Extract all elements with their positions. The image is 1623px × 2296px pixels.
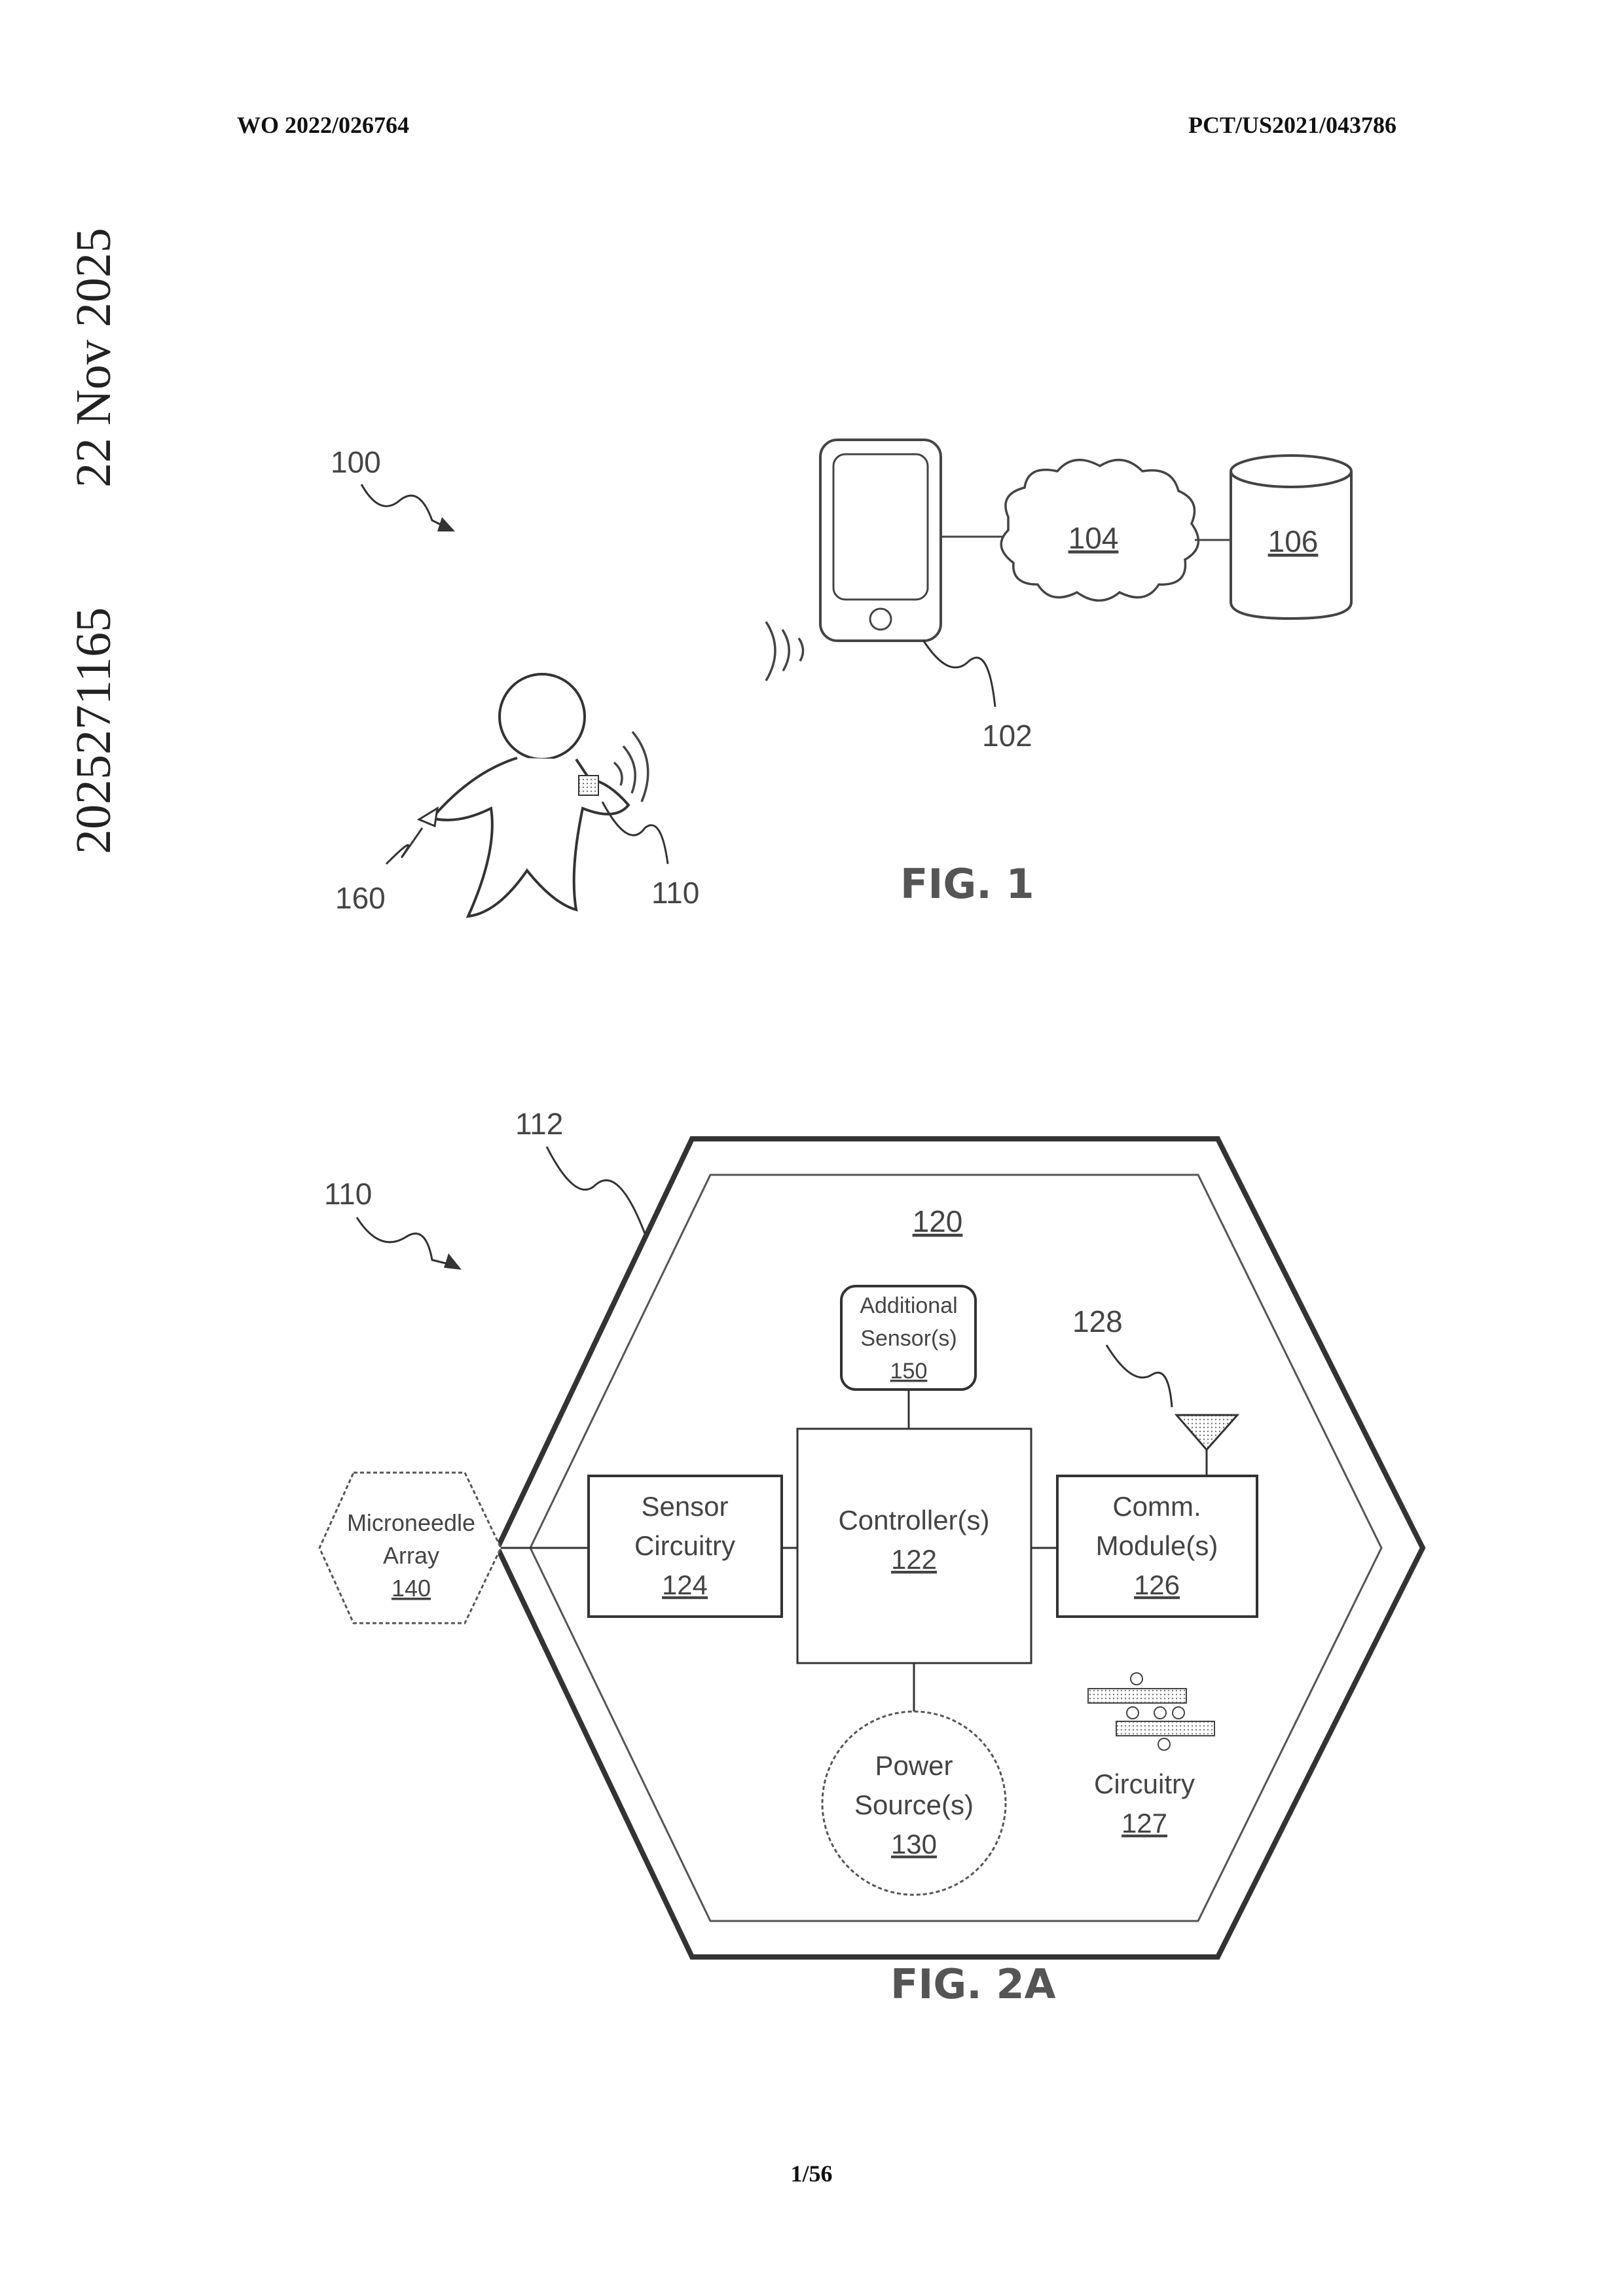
ref-110-fig2-leader <box>357 1217 458 1266</box>
controller-ref: 122 <box>891 1544 937 1575</box>
sensor-circuitry-ref: 124 <box>662 1570 708 1600</box>
fig1: 100 102 104 <box>331 440 1351 916</box>
ref-100-leader <box>361 484 452 530</box>
microneedle-line2: Array <box>383 1542 439 1569</box>
ref-160-leader <box>386 828 422 864</box>
ref-110-fig2-label: 110 <box>324 1177 372 1211</box>
ref-100-label: 100 <box>331 445 381 479</box>
circuitry-label: Circuitry <box>1094 1768 1195 1799</box>
ref-120-label: 120 <box>913 1204 963 1238</box>
ref-102-label: 102 <box>982 719 1032 753</box>
sensor-circuitry-line2: Circuitry <box>634 1530 735 1561</box>
ref-106-label: 106 <box>1268 524 1319 558</box>
power-source-line2: Source(s) <box>854 1789 974 1820</box>
additional-sensors-line2: Sensor(s) <box>860 1326 957 1351</box>
circuitry-ref: 127 <box>1122 1808 1167 1839</box>
microneedle-line1: Microneedle <box>347 1509 475 1536</box>
page-number: 1/56 <box>0 2160 1623 2187</box>
microneedle-ref: 140 <box>392 1575 431 1602</box>
controller-label: Controller(s) <box>838 1505 989 1535</box>
comm-module-line1: Comm. <box>1112 1491 1201 1522</box>
ref-110-fig2-arrowhead <box>444 1253 462 1270</box>
ref-112-leader <box>547 1147 645 1234</box>
ref-102-leader <box>923 640 995 707</box>
ref-128-label: 128 <box>1072 1304 1123 1338</box>
comm-module-ref: 126 <box>1134 1570 1180 1600</box>
smartphone-icon <box>820 440 941 641</box>
person-wireless-signal-icon <box>614 732 648 802</box>
wireless-signal-icon <box>766 622 803 681</box>
additional-sensors-line1: Additional <box>860 1293 957 1318</box>
power-source-ref: 130 <box>891 1829 937 1859</box>
comm-module-line2: Module(s) <box>1096 1530 1218 1561</box>
ref-110-label: 110 <box>651 876 699 910</box>
ref-112-label: 112 <box>515 1107 563 1141</box>
ref-104-label: 104 <box>1068 521 1119 555</box>
sensor-circuitry-line1: Sensor <box>641 1491 728 1522</box>
ref-100-arrowhead <box>437 517 455 531</box>
additional-sensors-ref: 150 <box>890 1359 928 1384</box>
ref-160-label: 160 <box>335 881 386 915</box>
accessory-triangle-icon <box>419 808 437 826</box>
fig1-caption: FIG. 1 <box>900 860 1034 908</box>
power-source-line1: Power <box>875 1750 953 1781</box>
wearable-sensor-icon <box>579 776 598 795</box>
fig2a: 110 112 120 Additional Sensor(s) 150 Con… <box>319 1107 1423 2008</box>
fig2a-caption: FIG. 2A <box>890 1960 1056 2008</box>
